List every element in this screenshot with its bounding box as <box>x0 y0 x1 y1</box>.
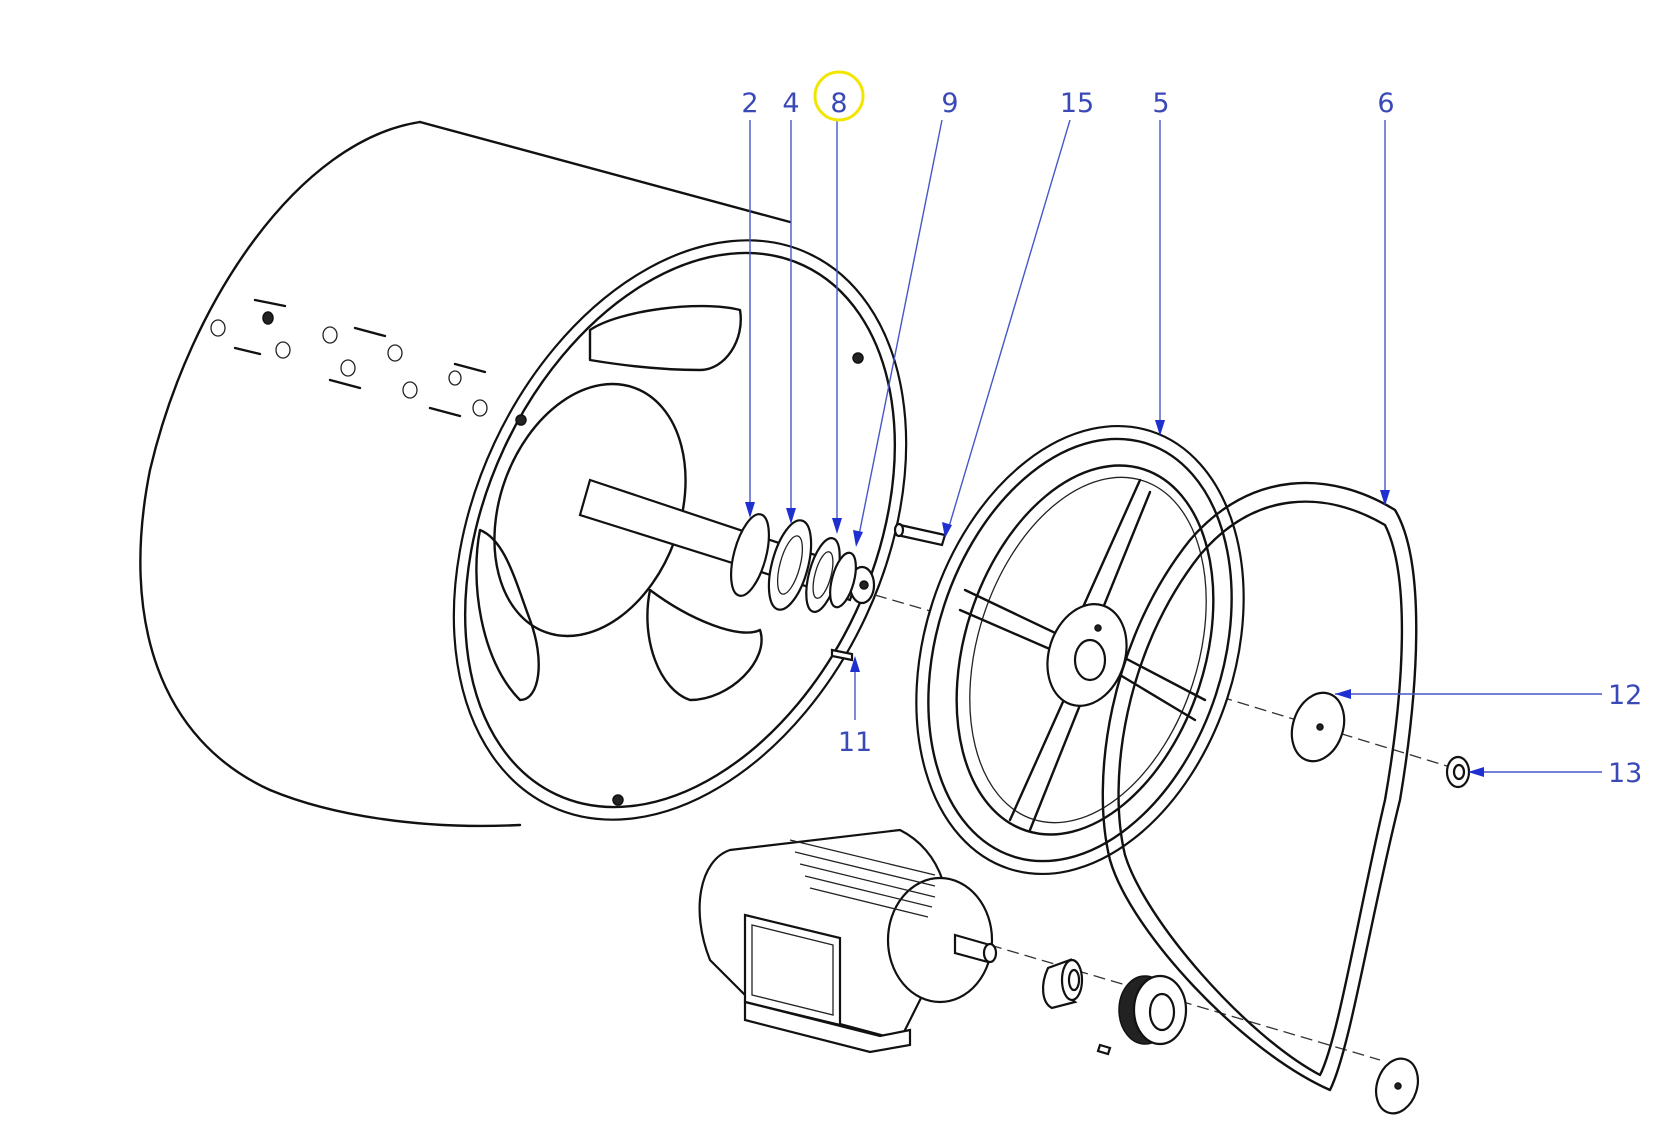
drum <box>139 120 908 828</box>
arrowhead-2 <box>745 502 755 518</box>
callout-8: 8 <box>830 88 847 119</box>
drum-face-screw <box>852 352 864 364</box>
drum-back-edge <box>139 120 422 792</box>
pulley-hub-setscrew <box>1094 624 1102 632</box>
motor-end-cap <box>886 876 994 1004</box>
drum-face-opening-bottom <box>646 588 763 702</box>
callout-12: 12 <box>1608 680 1642 711</box>
leader-lines <box>749 119 1602 773</box>
drum-front-rim <box>463 251 897 809</box>
motor-pulley <box>1118 974 1188 1046</box>
drum-side-holes <box>210 298 488 418</box>
drum-face-opening-left <box>475 528 540 702</box>
callout-4: 4 <box>782 88 799 119</box>
callout-8-highlight-ring <box>813 70 865 122</box>
taper-bush <box>1042 958 1084 1010</box>
arrowheads <box>745 420 1484 777</box>
disc-part-12 <box>1290 691 1346 763</box>
bearing-rings <box>730 513 857 613</box>
callout-9: 9 <box>941 88 958 119</box>
drum-shaft-end-hole <box>859 580 869 590</box>
callout-labels: 2 4 8 9 15 5 6 12 13 11 <box>741 88 1642 789</box>
callout-6: 6 <box>1377 88 1394 119</box>
pulley-hub-bore <box>1073 638 1107 682</box>
arrowhead-9 <box>853 530 863 547</box>
motor-base <box>743 1000 912 1054</box>
pin-part-15 <box>893 522 947 547</box>
callout-15: 15 <box>1060 88 1094 119</box>
arrowhead-6 <box>1380 490 1390 506</box>
set-screw <box>1096 1043 1112 1056</box>
leader-9 <box>857 119 943 541</box>
drum-top-edge <box>418 120 792 224</box>
callout-2: 2 <box>741 88 758 119</box>
arrowhead-11 <box>850 656 860 672</box>
v-belt <box>1101 481 1418 1092</box>
callout-5: 5 <box>1152 88 1169 119</box>
motor-cooling-fins <box>789 839 936 918</box>
drum-face-opening-top <box>588 304 742 372</box>
drum-bottom-edge <box>268 788 522 828</box>
arrowhead-15 <box>942 522 952 538</box>
key-part-11 <box>830 648 854 662</box>
callout-11: 11 <box>838 727 872 758</box>
large-pulley <box>915 424 1245 876</box>
arrowhead-13 <box>1468 767 1484 777</box>
callout-13: 13 <box>1608 758 1642 789</box>
drum-face-screw <box>612 794 624 806</box>
drum-face-screw <box>515 414 527 426</box>
washer-part-13 <box>1445 755 1471 789</box>
arrowhead-4 <box>786 508 796 524</box>
electric-motor <box>698 828 998 1054</box>
arrowhead-8 <box>832 518 842 534</box>
arrowhead-5 <box>1155 420 1165 436</box>
arrowhead-12 <box>1335 689 1351 699</box>
leader-15 <box>947 119 1071 531</box>
belt-guard-idler <box>1375 1057 1419 1115</box>
